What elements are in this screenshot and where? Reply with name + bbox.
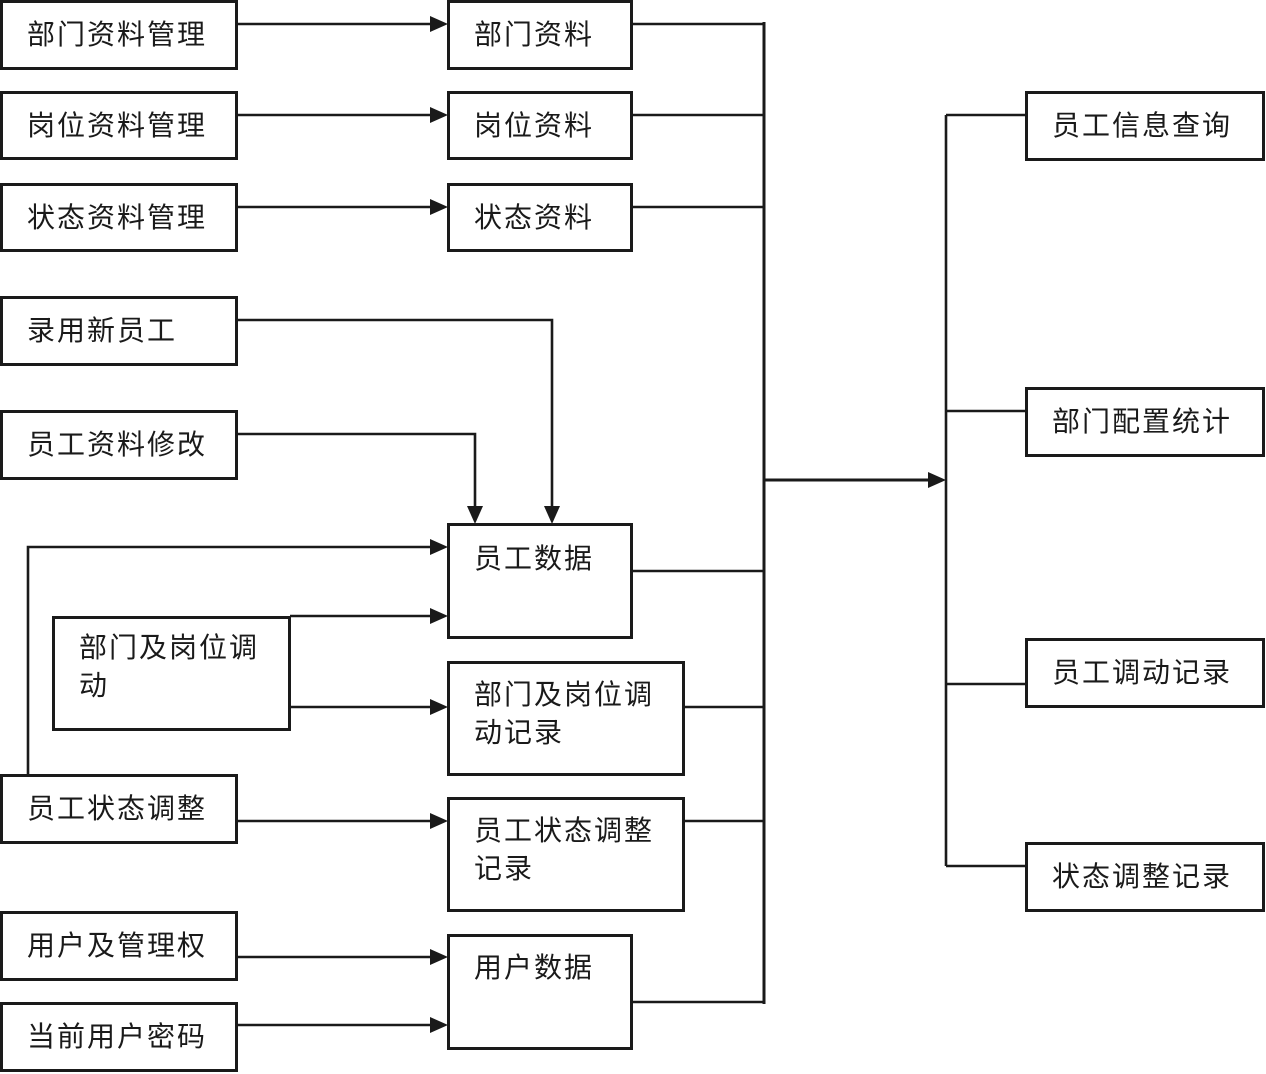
arrowhead <box>430 699 448 715</box>
arrowhead <box>430 1017 448 1033</box>
source-user-pwd-label: 当前用户密码 <box>27 1020 208 1053</box>
source-hire-label: 录用新员工 <box>27 314 178 347</box>
source-emp-edit: 员工资料修改 <box>0 410 238 480</box>
source-transfer-label: 部门及岗位调动 <box>79 631 260 702</box>
output-dept-stats-label: 部门配置统计 <box>1052 405 1233 438</box>
arrowhead <box>467 506 483 524</box>
store-status: 状态资料 <box>447 183 633 252</box>
arrowhead <box>430 539 448 555</box>
arrowhead <box>430 949 448 965</box>
store-employee: 员工数据 <box>447 523 633 639</box>
output-dept-stats: 部门配置统计 <box>1025 387 1265 457</box>
arrow-status-adjust-to-employee <box>26 545 432 776</box>
source-user-perm-label: 用户及管理权 <box>27 929 208 962</box>
output-status-record-label: 状态调整记录 <box>1052 860 1233 893</box>
source-status-mgmt-label: 状态资料管理 <box>27 200 208 234</box>
source-user-pwd: 当前用户密码 <box>0 1002 238 1072</box>
arrow-hire-to-employee <box>237 318 554 508</box>
arrow-emp-edit-to-employee <box>237 432 477 508</box>
store-dept: 部门资料 <box>447 0 633 70</box>
source-post-mgmt: 岗位资料管理 <box>0 91 238 160</box>
store-dept-label: 部门资料 <box>474 18 595 51</box>
store-transfer-log: 部门及岗位调动记录 <box>447 661 685 776</box>
arrowhead <box>430 199 448 215</box>
store-user-label: 用户数据 <box>474 951 595 984</box>
store-status-log-label: 员工状态调整记录 <box>474 814 655 885</box>
arrowhead <box>544 506 560 524</box>
arrowhead <box>430 813 448 829</box>
source-status-mgmt: 状态资料管理 <box>0 183 238 252</box>
store-employee-label: 员工数据 <box>474 542 595 575</box>
source-status-adjust: 员工状态调整 <box>0 774 238 844</box>
output-emp-query: 员工信息查询 <box>1025 91 1265 161</box>
store-status-label: 状态资料 <box>474 200 595 234</box>
source-user-perm: 用户及管理权 <box>0 911 238 981</box>
arrowhead <box>430 107 448 123</box>
arrowhead <box>430 608 448 624</box>
store-post: 岗位资料 <box>447 91 633 160</box>
source-status-adjust-label: 员工状态调整 <box>27 792 208 825</box>
source-emp-edit-label: 员工资料修改 <box>27 428 208 461</box>
store-status-log: 员工状态调整记录 <box>447 797 685 912</box>
arrowhead <box>430 16 448 32</box>
output-transfer-record-label: 员工调动记录 <box>1052 656 1233 689</box>
output-transfer-record: 员工调动记录 <box>1025 638 1265 708</box>
store-transfer-log-label: 部门及岗位调动记录 <box>474 678 655 749</box>
source-post-mgmt-label: 岗位资料管理 <box>27 108 208 142</box>
store-user: 用户数据 <box>447 934 633 1050</box>
output-emp-query-label: 员工信息查询 <box>1052 109 1233 142</box>
output-status-record: 状态调整记录 <box>1025 842 1265 912</box>
arrowhead <box>928 472 946 488</box>
store-post-label: 岗位资料 <box>474 108 595 142</box>
source-dept-mgmt: 部门资料管理 <box>0 0 238 70</box>
source-hire: 录用新员工 <box>0 296 238 366</box>
source-transfer: 部门及岗位调动 <box>52 616 291 731</box>
source-dept-mgmt-label: 部门资料管理 <box>27 18 208 51</box>
